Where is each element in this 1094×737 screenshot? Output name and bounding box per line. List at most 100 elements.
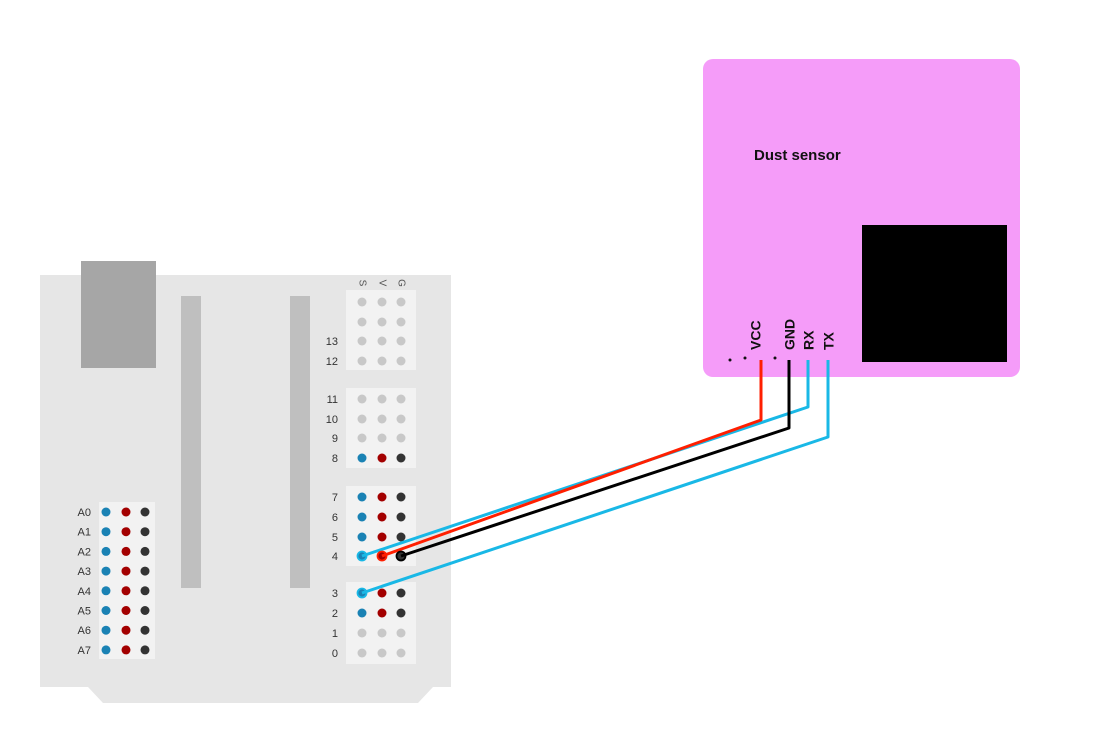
digital-pin-6-G [396, 512, 406, 522]
digital-pin-8-G [396, 453, 406, 463]
sensor-pin-vcc: VCC [748, 320, 764, 350]
digital-pin-7-S [357, 492, 367, 502]
digital-pin-2-V [377, 608, 387, 618]
analog-pin-A4 [101, 586, 111, 596]
analog-pin-A0 [121, 507, 131, 517]
digital-pin-label: 7 [332, 492, 338, 504]
analog-pin-A6 [121, 625, 131, 635]
wire-rx [361, 360, 810, 558]
digital-pin-label: 3 [332, 588, 338, 600]
digital-pin-label: 1 [332, 628, 338, 640]
wire-endpoints [356, 550, 407, 599]
analog-pin-label: A4 [78, 586, 91, 598]
sensor-pin-tx: TX [821, 331, 837, 350]
analog-pin-label: A1 [78, 527, 91, 539]
digital-pin-label: 9 [332, 433, 338, 445]
digital-pin-0-S [357, 648, 367, 658]
digital-pin-1-V [377, 628, 387, 638]
analog-pin-A7 [140, 645, 150, 655]
digital-pin-3-V [377, 588, 387, 598]
sensor-window [862, 225, 1007, 362]
digital-pin-7-G [396, 492, 406, 502]
wire-gnd [400, 360, 791, 558]
sensor-pin-dot [773, 356, 777, 360]
analog-pin-A1 [101, 527, 111, 537]
digital-pin-2-G [396, 608, 406, 618]
header-pin [357, 297, 367, 307]
board-slot-right [290, 296, 310, 588]
analog-pin-A7 [101, 645, 111, 655]
analog-pin-A1 [140, 527, 150, 537]
header-pin [377, 297, 387, 307]
header-pin [396, 317, 406, 327]
digital-pin-13-S [357, 336, 367, 346]
header-label: V [376, 280, 387, 287]
analog-pin-A3 [121, 566, 131, 576]
digital-pin-label: 4 [332, 551, 338, 563]
analog-pin-A0 [140, 507, 150, 517]
analog-pin-A2 [121, 546, 131, 556]
analog-pin-A3 [101, 566, 111, 576]
digital-pin-8-S [357, 453, 367, 463]
wire-tx [361, 360, 830, 595]
sensor-pin-rx: RX [801, 330, 817, 350]
digital-pin-12-G [396, 356, 406, 366]
analog-pin-A7 [121, 645, 131, 655]
header-block [99, 502, 155, 659]
digital-pin-1-S [357, 628, 367, 638]
analog-pin-A6 [101, 625, 111, 635]
digital-pin-10-G [396, 414, 406, 424]
digital-pin-6-V [377, 512, 387, 522]
digital-pin-5-V [377, 532, 387, 542]
analog-pin-A0 [101, 507, 111, 517]
digital-pin-8-V [377, 453, 387, 463]
header-pin [377, 317, 387, 327]
digital-pin-label: 2 [332, 608, 338, 620]
analog-pin-label: A6 [78, 625, 91, 637]
analog-pin-A4 [140, 586, 150, 596]
header-pin [357, 317, 367, 327]
wires [361, 360, 830, 595]
digital-pin-0-G [396, 648, 406, 658]
wire-vcc [381, 360, 763, 558]
digital-pin-0-V [377, 648, 387, 658]
digital-pin-3-G [396, 588, 406, 598]
analog-pin-A5 [140, 606, 150, 615]
sensor-pin-gnd: GND [782, 319, 798, 350]
header-label: S [356, 280, 367, 287]
wire-endpoint-gnd [395, 550, 407, 562]
digital-pin-10-V [377, 414, 387, 424]
wire-endpoint-rx [356, 550, 368, 562]
analog-pin-label: A7 [78, 645, 91, 657]
digital-pin-9-V [377, 433, 387, 443]
digital-pin-10-S [357, 414, 367, 424]
analog-pin-A1 [121, 527, 131, 537]
digital-pin-12-V [377, 356, 387, 366]
analog-pin-A4 [121, 586, 131, 596]
digital-pin-label: 5 [332, 532, 338, 544]
sensor-pin-dot [728, 358, 732, 362]
digital-pin-2-S [357, 608, 367, 618]
digital-pin-1-G [396, 628, 406, 638]
digital-pin-5-G [396, 532, 406, 542]
digital-pin-13-V [377, 336, 387, 346]
wire-endpoint-vcc [376, 550, 388, 562]
digital-pin-9-G [396, 433, 406, 443]
digital-pin-6-S [357, 512, 367, 522]
usb-port [81, 261, 156, 368]
digital-pin-label: 0 [332, 648, 338, 660]
digital-pin-13-G [396, 336, 406, 346]
analog-pin-label: A3 [78, 566, 91, 578]
wire-endpoint-tx [356, 587, 368, 599]
digital-pin-label: 11 [327, 394, 338, 406]
sensor-pin-dot [743, 356, 747, 360]
analog-pin-A2 [101, 546, 111, 556]
header-pin [396, 297, 406, 307]
